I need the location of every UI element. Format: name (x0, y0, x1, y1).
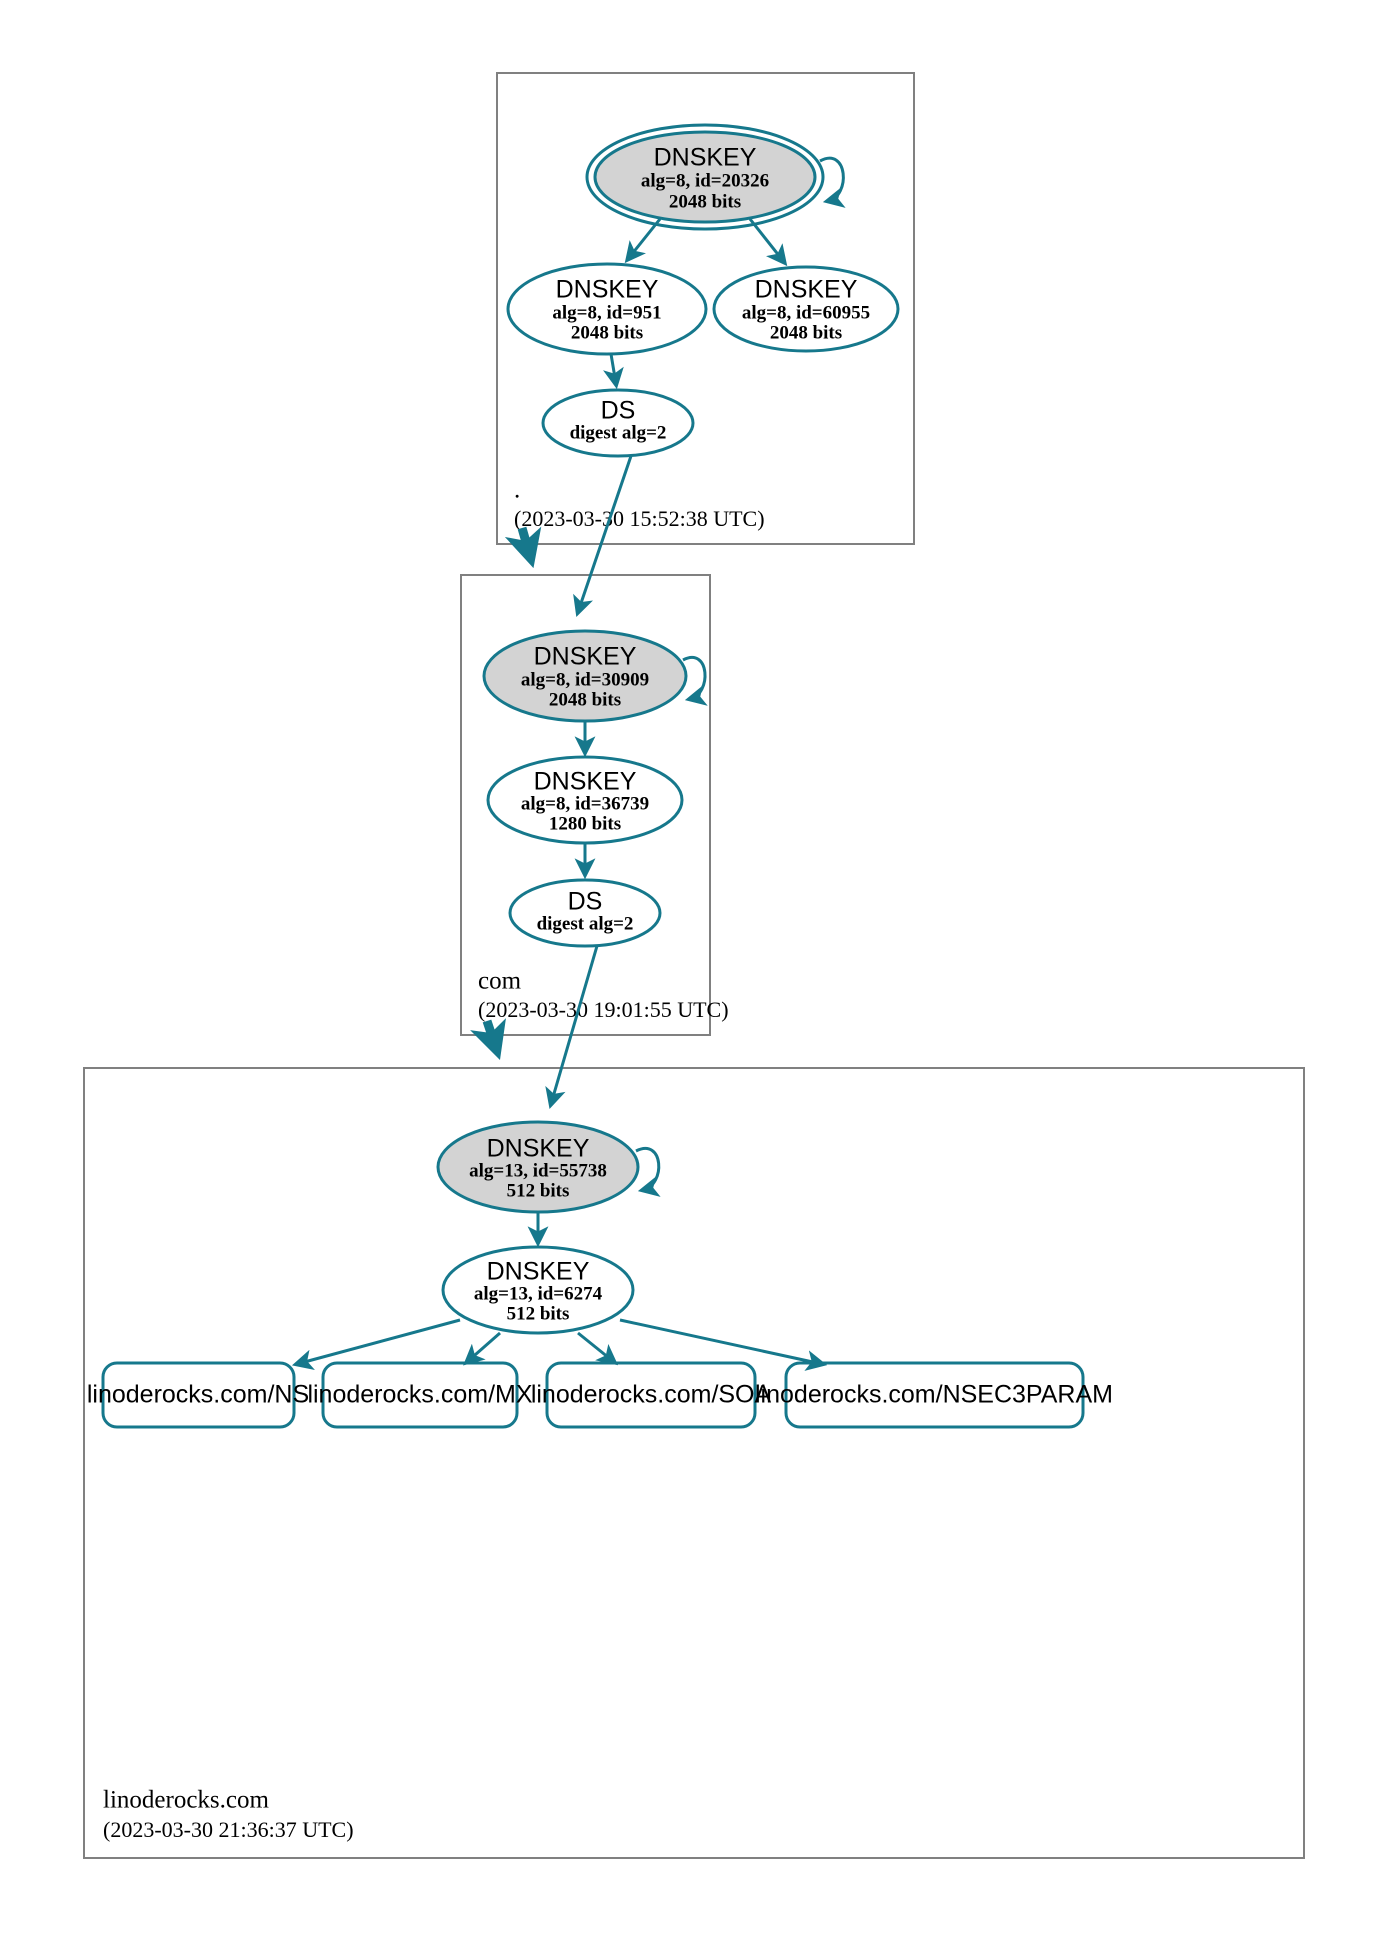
edge-delegation-com-to-linoderocks (470, 1018, 506, 1060)
node-lr-dnskey-55738[interactable]: DNSKEY alg=13, id=55738 512 bits (436, 1120, 640, 1214)
node-title: DNSKEY (534, 768, 637, 796)
node-params: digest alg=2 (570, 422, 667, 443)
rrset-label: linoderocks.com/NS (87, 1381, 309, 1409)
rrset-box (321, 1361, 519, 1429)
node-body (541, 388, 695, 458)
node-size: 2048 bits (770, 322, 842, 343)
node-com-ds[interactable]: DS digest alg=2 (508, 878, 662, 948)
node-body (506, 262, 708, 356)
sep-outer-ring (585, 123, 825, 231)
node-size: 2048 bits (571, 322, 643, 343)
edge-lr-zsk-to-soa (577, 1331, 619, 1366)
node-params: alg=8, id=951 (552, 302, 661, 323)
edge-self-sign-root-ksk (819, 156, 846, 208)
node-root-dnskey-951[interactable]: DNSKEY alg=8, id=951 2048 bits (506, 262, 708, 356)
edge-delegation-root-to-com (504, 526, 542, 569)
rrset-node-soa[interactable]: linoderocks.com/SOA (531, 1361, 772, 1429)
edge-root-951-to-ds (603, 353, 624, 390)
rrset-label: linoderocks.com/MX (307, 1381, 532, 1409)
node-size: 2048 bits (669, 191, 741, 212)
zone-label-linoderocks: linoderocks.com (103, 1787, 269, 1814)
node-title: DNSKEY (487, 1258, 590, 1286)
node-body (482, 629, 688, 723)
zone-box-linoderocks (83, 1067, 1305, 1859)
edge-root-ksk-to-951 (624, 218, 662, 264)
edge-root-ds-to-com-ksk (573, 455, 633, 617)
edge-lr-zsk-to-nsec3param (619, 1318, 828, 1371)
node-params: digest alg=2 (537, 913, 634, 934)
node-size: 1280 bits (549, 813, 621, 834)
node-title: DS (568, 888, 603, 916)
node-title: DNSKEY (487, 1135, 590, 1163)
node-com-dnskey-36739[interactable]: DNSKEY alg=8, id=36739 1280 bits (486, 755, 684, 845)
zone-timestamp-root: (2023-03-30 15:52:38 UTC) (514, 506, 765, 531)
node-title: DNSKEY (534, 643, 637, 671)
node-lr-dnskey-6274[interactable]: DNSKEY alg=13, id=6274 512 bits (441, 1245, 635, 1335)
rrset-box (545, 1361, 757, 1429)
rrset-node-ns[interactable]: linoderocks.com/NS (87, 1361, 309, 1429)
rrset-label: linoderocks.com/NSEC3PARAM (755, 1381, 1113, 1409)
node-size: 2048 bits (549, 689, 621, 710)
edge-root-ksk-to-60955 (748, 218, 788, 267)
node-params: alg=8, id=20326 (641, 170, 769, 191)
node-size: 512 bits (507, 1180, 570, 1201)
node-body (593, 130, 817, 224)
edge-lr-zsk-to-mx (463, 1331, 501, 1366)
node-params: alg=13, id=55738 (469, 1160, 607, 1181)
edge-self-sign-com-ksk (682, 656, 708, 706)
edge-com-ds-to-lr-ksk (545, 945, 599, 1110)
node-params: alg=8, id=36739 (521, 793, 649, 814)
node-body (508, 878, 662, 948)
node-title: DNSKEY (755, 276, 858, 304)
rrset-box (101, 1361, 296, 1429)
node-com-dnskey-30909[interactable]: DNSKEY alg=8, id=30909 2048 bits (482, 629, 688, 723)
node-root-dnskey-20326[interactable]: DNSKEY alg=8, id=20326 2048 bits (585, 123, 825, 231)
rrset-box (784, 1361, 1085, 1429)
zone-timestamp-linoderocks: (2023-03-30 21:36:37 UTC) (103, 1817, 354, 1842)
node-params: alg=8, id=30909 (521, 669, 649, 690)
node-params: alg=8, id=60955 (742, 302, 870, 323)
node-size: 512 bits (507, 1303, 570, 1324)
node-title: DNSKEY (556, 276, 659, 304)
node-title: DNSKEY (654, 144, 757, 172)
node-root-ds[interactable]: DS digest alg=2 (541, 388, 695, 458)
zone-label-root: . (514, 477, 520, 504)
node-title: DS (601, 397, 636, 425)
edge-lr-zsk-to-ns (291, 1318, 461, 1371)
node-root-dnskey-60955[interactable]: DNSKEY alg=8, id=60955 2048 bits (712, 265, 900, 353)
edge-self-sign-lr-ksk (635, 1147, 661, 1197)
zone-label-com: com (478, 968, 522, 995)
node-body (712, 265, 900, 353)
rrset-node-mx[interactable]: linoderocks.com/MX (307, 1361, 533, 1429)
rrset-node-nsec3param[interactable]: linoderocks.com/NSEC3PARAM (755, 1361, 1113, 1429)
zone-timestamp-com: (2023-03-30 19:01:55 UTC) (478, 997, 729, 1022)
rrset-label: linoderocks.com/SOA (531, 1381, 772, 1409)
node-params: alg=13, id=6274 (474, 1283, 603, 1304)
